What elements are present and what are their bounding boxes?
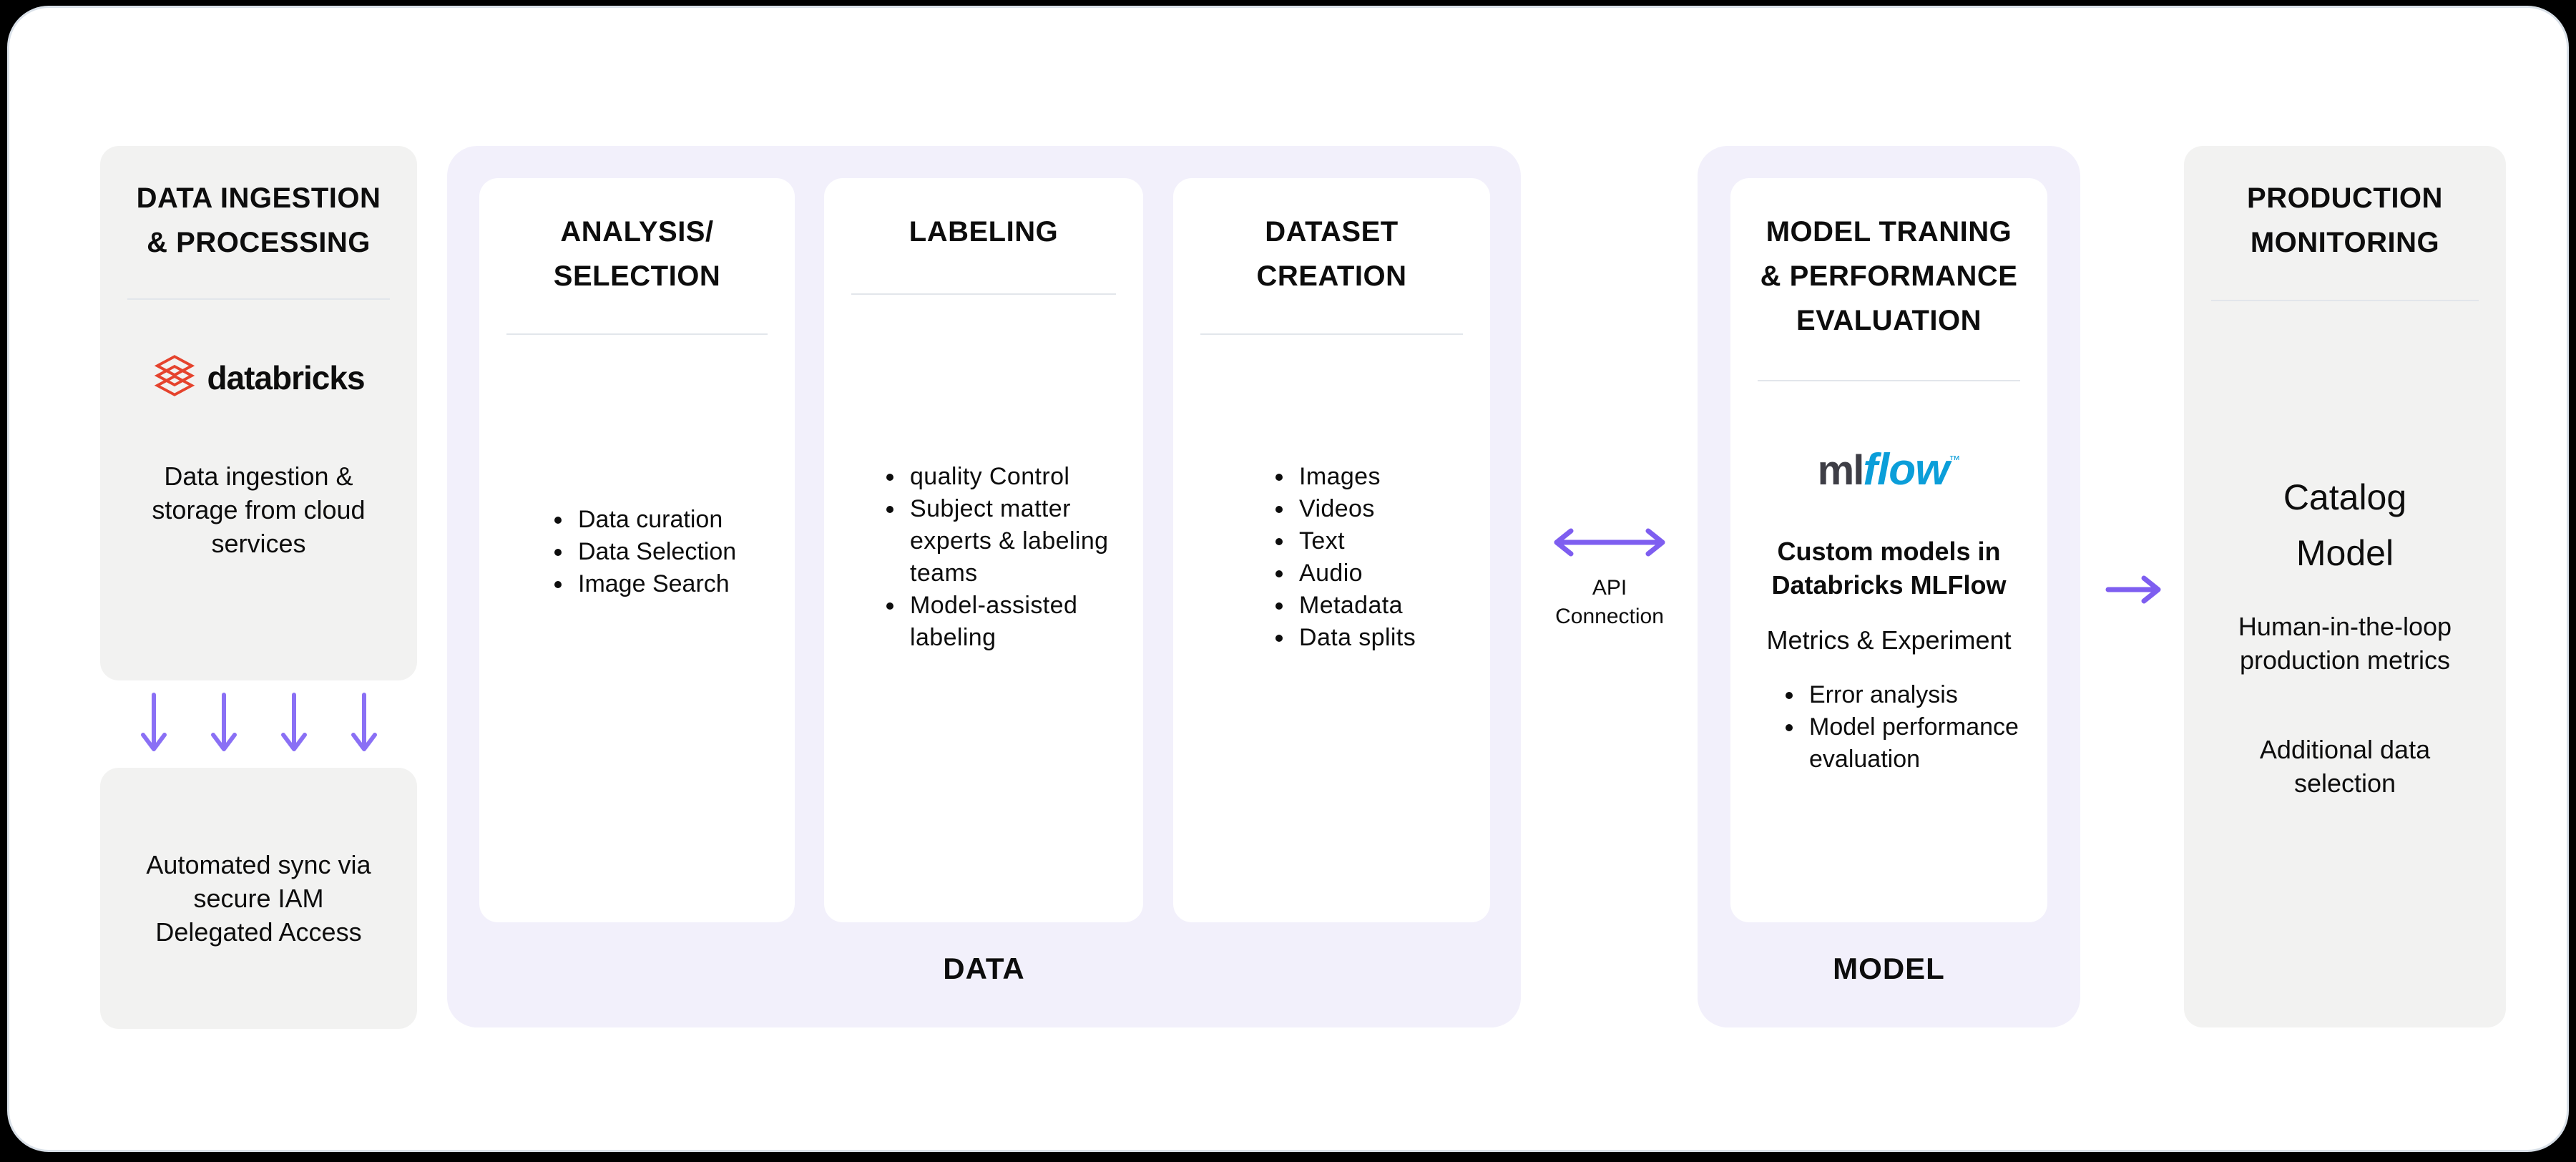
list-item: Text: [1295, 525, 1502, 557]
mlflow-logo: ml flow ™: [1730, 444, 2047, 495]
sync-line2: secure IAM: [193, 884, 324, 913]
card-model-training: MODEL TRANING & PERFORMANCE EVALUATION m…: [1730, 178, 2047, 922]
list-item: Audio: [1295, 557, 1502, 590]
panel-production-monitoring: PRODUCTION MONITORING Catalog Model Huma…: [2184, 146, 2506, 1027]
catalog-model-block: Catalog Model: [2184, 469, 2506, 581]
ingestion-title-line2: & PROCESSING: [147, 227, 371, 258]
analysis-title-line1: ANALYSIS/: [560, 216, 714, 248]
production-title: PRODUCTION MONITORING: [2184, 176, 2506, 265]
production-metrics-text: Human-in-the-loop production metrics: [2238, 612, 2452, 675]
api-label-line2: Connection: [1555, 605, 1664, 628]
sync-arrows: [100, 692, 417, 761]
ingestion-title: DATA INGESTION & PROCESSING: [100, 176, 417, 265]
list-item: Error analysis: [1805, 679, 2052, 711]
right-arrow-icon: [2104, 573, 2164, 610]
model-title-line1: MODEL TRANING: [1766, 216, 2012, 248]
analysis-list: Data curation Data Selection Image Searc…: [544, 504, 795, 600]
divider: [1758, 380, 2020, 381]
catalog-line: Catalog: [2283, 477, 2407, 517]
dataset-title: DATASET CREATION: [1173, 210, 1490, 298]
list-item: Data curation: [574, 504, 795, 536]
model-metrics-line: Metrics & Experiment: [1766, 625, 2012, 655]
divider: [1200, 333, 1463, 335]
list-item: Data Selection: [574, 536, 795, 568]
databricks-wordmark: databricks: [207, 358, 365, 396]
labeling-title-line1: LABELING: [909, 216, 1059, 248]
panel-data-ingestion: DATA INGESTION & PROCESSING databricks D…: [100, 146, 417, 680]
model-title-line3: EVALUATION: [1796, 305, 1982, 336]
divider: [127, 298, 390, 300]
panel-automated-sync: Automated sync via secure IAM Delegated …: [100, 768, 417, 1029]
labeling-list: quality Control Subject matter experts &…: [876, 461, 1136, 654]
production-title-line1: PRODUCTION: [2247, 182, 2443, 214]
trademark-symbol: ™: [1949, 454, 1961, 467]
api-connection-label: API Connection: [1555, 574, 1664, 631]
ingestion-description: Data ingestion & storage from cloud serv…: [152, 462, 366, 558]
down-arrow-icon: [279, 692, 309, 761]
dataset-list: Images Videos Text Audio Metadata Data s…: [1265, 461, 1502, 654]
api-label-line1: API: [1592, 576, 1627, 600]
ingestion-title-line1: DATA INGESTION: [136, 182, 381, 214]
model-list: Error analysis Model performance evaluat…: [1775, 679, 2052, 776]
model-group-label: MODEL: [1833, 952, 1945, 985]
dataset-title-line2: CREATION: [1256, 260, 1407, 292]
sync-text: Automated sync via secure IAM Delegated …: [146, 848, 371, 949]
list-item: Model performance evaluation: [1805, 711, 2052, 776]
down-arrow-icon: [349, 692, 379, 761]
labeling-title: LABELING: [824, 210, 1143, 254]
panel-data-group: ANALYSIS/ SELECTION Data curation Data S…: [447, 146, 1521, 1027]
list-item: Metadata: [1295, 590, 1502, 622]
list-item: Images: [1295, 461, 1502, 493]
data-group-label: DATA: [943, 952, 1025, 985]
page-surface: DATA INGESTION & PROCESSING databricks D…: [7, 6, 2569, 1152]
card-labeling: LABELING quality Control Subject matter …: [824, 178, 1143, 922]
divider: [506, 333, 768, 335]
bidirectional-arrow-icon: [1551, 526, 1668, 562]
mlflow-wordmark-ml: ml: [1817, 447, 1865, 494]
mlflow-wordmark-flow: flow: [1863, 445, 1949, 494]
down-arrow-icon: [139, 692, 169, 761]
list-item: quality Control: [906, 461, 1136, 493]
databricks-icon: [152, 353, 197, 401]
production-title-line2: MONITORING: [2250, 227, 2440, 258]
model-subtitle: Custom models in Databricks MLFlow: [1771, 537, 2007, 600]
databricks-logo: databricks: [100, 353, 417, 401]
list-item: Data splits: [1295, 622, 1502, 654]
down-arrow-icon: [209, 692, 239, 761]
model-line: Model: [2296, 533, 2394, 573]
model-training-title: MODEL TRANING & PERFORMANCE EVALUATION: [1730, 210, 2047, 343]
sync-line1: Automated sync via: [146, 850, 371, 879]
list-item: Model-assisted labeling: [906, 590, 1136, 654]
api-connection: API Connection: [1528, 526, 1691, 631]
dataset-title-line1: DATASET: [1265, 216, 1399, 248]
divider: [851, 293, 1116, 295]
list-item: Videos: [1295, 493, 1502, 525]
model-title-line2: & PERFORMANCE: [1760, 260, 2018, 292]
list-item: Subject matter experts & labeling teams: [906, 493, 1136, 590]
divider: [2211, 300, 2479, 301]
card-dataset-creation: DATASET CREATION Images Videos Text Audi…: [1173, 178, 1490, 922]
card-analysis-selection: ANALYSIS/ SELECTION Data curation Data S…: [479, 178, 795, 922]
panel-model-group: MODEL TRANING & PERFORMANCE EVALUATION m…: [1698, 146, 2080, 1027]
list-item: Image Search: [574, 568, 795, 600]
sync-line3: Delegated Access: [155, 917, 362, 947]
analysis-title-line2: SELECTION: [553, 260, 721, 292]
additional-data-text: Additional data selection: [2259, 735, 2431, 798]
analysis-title: ANALYSIS/ SELECTION: [479, 210, 795, 298]
